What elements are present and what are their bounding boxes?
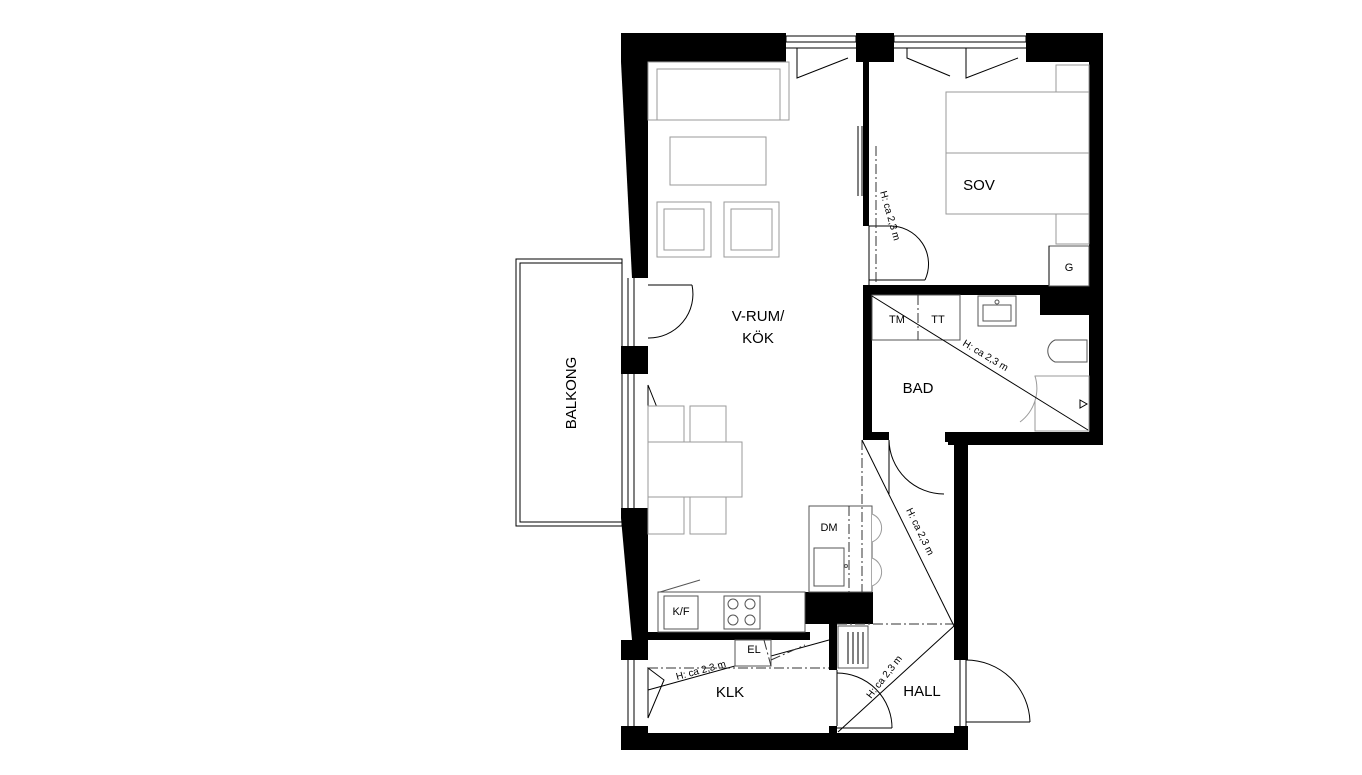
exterior-walls bbox=[621, 33, 1103, 750]
balcony bbox=[515, 258, 623, 527]
bedroom-door bbox=[857, 126, 930, 285]
bath-fixtures bbox=[871, 294, 1090, 432]
kitchen bbox=[657, 440, 883, 633]
living-furniture bbox=[647, 61, 790, 258]
height-note-hall-upper: H: ca 2,3 m bbox=[903, 506, 935, 557]
label-balcony: BALKONG bbox=[563, 357, 580, 430]
dining-furniture bbox=[647, 405, 743, 535]
label-washing-machine: TM bbox=[889, 314, 905, 326]
label-dryer: TT bbox=[931, 314, 945, 326]
interior-walls bbox=[648, 62, 1089, 734]
label-electrical: EL bbox=[747, 644, 760, 656]
top-windows bbox=[785, 35, 1027, 79]
hall-details bbox=[647, 439, 955, 733]
label-fridge-freezer: K/F bbox=[672, 606, 689, 618]
bath-door bbox=[888, 439, 945, 495]
room-labels: V-RUM/ KÖK SOV BAD HALL KLK BALKONG bbox=[563, 177, 995, 701]
height-note-hall-lower: H: ca 2,3 m bbox=[865, 654, 905, 701]
label-living-line1: V-RUM/ bbox=[732, 308, 785, 325]
closet-door bbox=[836, 670, 893, 729]
label-bathroom: BAD bbox=[903, 380, 934, 397]
fixture-labels: G TM TT DM K/F EL bbox=[672, 262, 1073, 656]
label-closet: KLK bbox=[716, 684, 744, 701]
height-note-closet: H: ca 2,3 m bbox=[675, 659, 727, 683]
bedroom-furniture bbox=[875, 64, 1090, 287]
label-wardrobe: G bbox=[1065, 262, 1074, 274]
label-living-line2: KÖK bbox=[742, 329, 774, 347]
height-note-bedroom: H: ca 2,3 m bbox=[877, 190, 902, 242]
balcony-door bbox=[627, 278, 694, 346]
label-hall: HALL bbox=[903, 683, 941, 700]
entry-door bbox=[959, 659, 1031, 726]
label-dishwasher: DM bbox=[820, 522, 837, 534]
label-bedroom: SOV bbox=[963, 177, 995, 194]
